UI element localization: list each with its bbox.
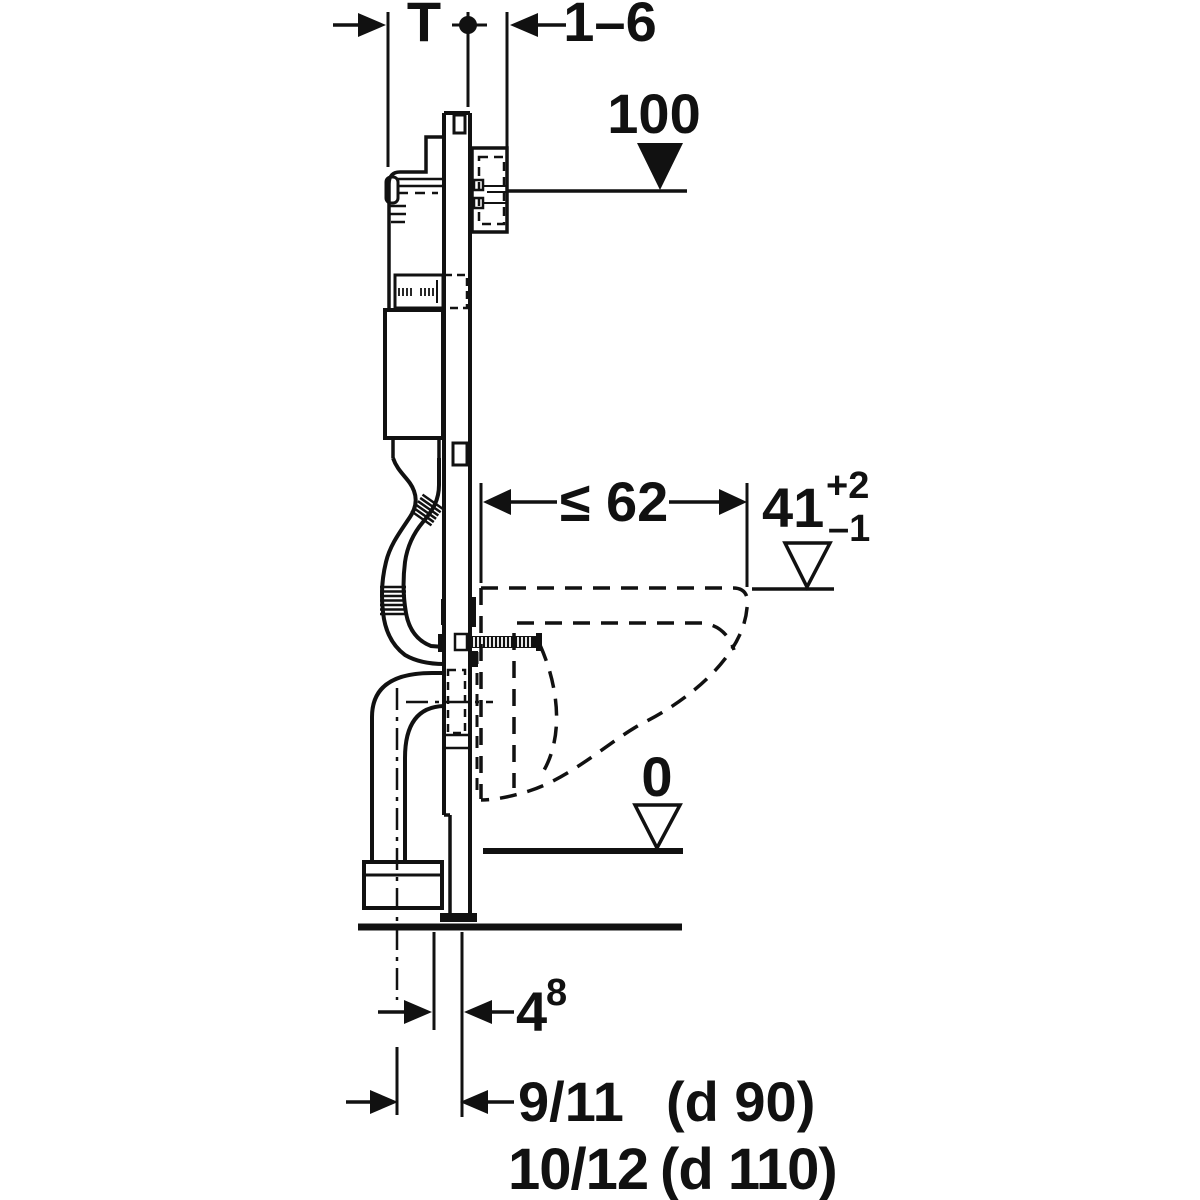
fixing-block-1 — [469, 597, 476, 627]
arrow-right-icon — [719, 489, 747, 515]
rail-dashed-box — [446, 668, 467, 735]
level-triangle-open-icon — [632, 803, 683, 852]
corrugation-band-1 — [410, 493, 444, 527]
label-4-sup: 8 — [546, 972, 567, 1014]
dimension-4-8 — [378, 1000, 514, 1024]
label-100: 100 — [607, 82, 700, 145]
flush-pipe-outer-edge — [380, 457, 445, 666]
arrow-left-icon — [464, 1000, 492, 1024]
label-10-12: 10/12 — [508, 1137, 648, 1200]
rail-connector-lines — [444, 733, 470, 750]
level-triangle-filled-icon — [637, 143, 683, 190]
fixing-block-2 — [441, 599, 446, 625]
valve-lid-lines — [398, 177, 444, 188]
label-4: 4 — [516, 980, 547, 1043]
dimension-drain-offset — [346, 1090, 514, 1114]
drain-socket — [362, 860, 444, 910]
cistern-shoulder — [387, 135, 444, 310]
level-triangle-open-icon — [782, 541, 833, 591]
flush-valve-cap — [384, 175, 400, 205]
bracket-hatch-1 — [398, 288, 412, 296]
frame-rail — [440, 111, 477, 922]
wc-bowl-inner — [538, 644, 559, 773]
corrugation-band-2 — [380, 585, 406, 616]
foot-plate — [440, 913, 477, 922]
arrow-left-icon — [460, 1090, 488, 1114]
label-T: T — [407, 0, 441, 53]
clamp-bracket — [453, 632, 469, 652]
wc-connector — [438, 597, 542, 795]
arrow-left-icon — [483, 489, 511, 515]
level-marker-100 — [507, 143, 687, 193]
arrow-right-icon — [358, 13, 386, 37]
valve-ticks — [390, 204, 406, 224]
clamp-block — [438, 634, 446, 652]
elbow-inner — [403, 704, 445, 862]
rail-slot — [451, 441, 469, 467]
elbow-outer — [370, 671, 444, 862]
label-9-11: 9/11 — [518, 1070, 624, 1133]
flush-pipe-inner-edge — [401, 458, 445, 649]
arrow-right-icon — [404, 1000, 432, 1024]
label-41: 41 — [762, 476, 824, 539]
rail-leg — [444, 813, 452, 915]
label-0: 0 — [641, 745, 672, 808]
level-marker-41 — [752, 541, 834, 591]
bracket-hatch-2 — [420, 288, 434, 296]
label-62: ≤ 62 — [560, 470, 669, 533]
wc-inner-top — [517, 621, 736, 651]
arrow-right-icon — [370, 1090, 398, 1114]
cistern-outlet — [391, 438, 441, 458]
drain-elbow — [362, 668, 493, 1115]
fixing-block-3 — [471, 651, 478, 667]
level-marker-0 — [483, 803, 683, 854]
cistern — [383, 135, 469, 458]
dimension-top-wall-offset — [333, 12, 566, 167]
label-1-6: 1–6 — [563, 0, 656, 53]
wc-pan-outline — [479, 586, 750, 802]
flush-bend-pipe — [380, 457, 445, 666]
label-d90: (d 90) — [666, 1070, 815, 1133]
rod-end — [536, 633, 542, 651]
label-d110: (d 110) — [660, 1137, 837, 1200]
pushrod-lines — [483, 185, 507, 204]
label-41-minus: –1 — [828, 508, 870, 550]
arrow-left-icon — [510, 13, 538, 37]
label-41-plus: +2 — [826, 465, 869, 507]
dimension-depth-62 — [479, 483, 749, 587]
filler-cap — [452, 113, 467, 135]
